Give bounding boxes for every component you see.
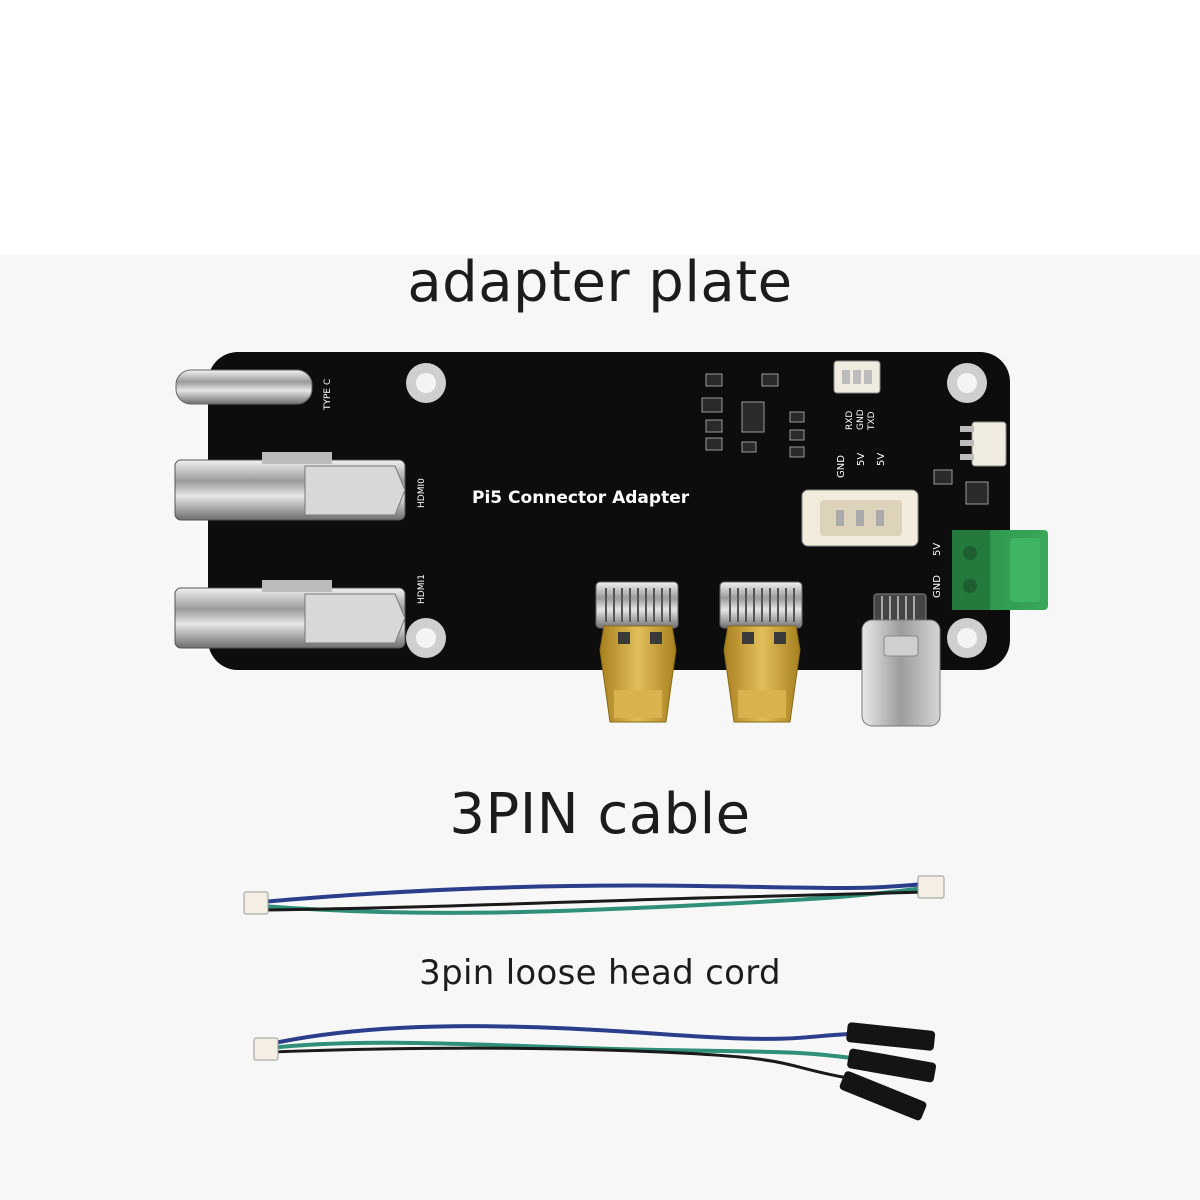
hdmi0-silk-label: HDMI0	[417, 478, 427, 508]
5v-b-silk-label: 5V	[876, 453, 887, 466]
terminal-block	[952, 530, 1048, 610]
mounting-holes	[406, 363, 987, 658]
5v-a-silk-label: 5V	[856, 453, 867, 466]
txd-silk-label: TXD	[867, 411, 877, 431]
rxd-silk-label: RXD	[845, 411, 855, 430]
loose-head-cord	[253, 1022, 937, 1121]
hdmi1-silk-label: HDMI1	[417, 574, 427, 604]
pcb-board	[208, 352, 1010, 670]
type-c-port-left	[175, 369, 313, 405]
hdmi1-port	[174, 580, 406, 649]
mini-hdmi-plug-1	[595, 581, 679, 723]
mini-hdmi-plug-2	[719, 581, 803, 723]
uart-header-right	[960, 421, 1007, 467]
gnd-side-silk-label: GND	[932, 575, 943, 598]
power-header	[801, 489, 919, 547]
smd-components	[701, 373, 989, 505]
adapter-plate-heading: adapter plate	[407, 250, 793, 315]
hdmi0-port	[174, 452, 406, 521]
5v-side-silk-label: 5V	[932, 543, 943, 556]
loose-head-cord-heading: 3pin loose head cord	[419, 953, 781, 993]
gnd-mid-silk-label: GND	[836, 455, 847, 478]
gnd-top-silk-label: GND	[856, 409, 866, 430]
dupont-connectors	[839, 1022, 937, 1121]
board-name-label: Pi5 Connector Adapter	[472, 488, 690, 508]
3pin-cable	[243, 875, 945, 915]
uart-header-top	[833, 360, 881, 394]
3pin-cable-heading: 3PIN cable	[449, 782, 751, 847]
type-c-plug	[861, 593, 941, 727]
type-c-silk-label: TYPE C	[323, 379, 333, 411]
